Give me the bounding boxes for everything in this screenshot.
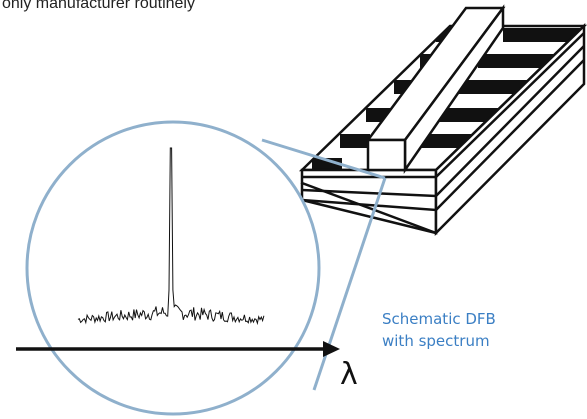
chip-side-face [434, 23, 586, 237]
caption-line-2: with spectrum [382, 332, 490, 350]
wavelength-symbol: λ [340, 357, 358, 392]
header-text: only manufacturer routinely [2, 0, 195, 12]
lens-circle [25, 120, 321, 416]
spectrum-trace [77, 147, 265, 326]
truncated-header-text: only manufacturer routinely [0, 0, 300, 24]
ridge-front [366, 138, 407, 172]
diagram-caption: Schematic DFB with spectrum [382, 308, 562, 352]
dfb-laser-chip-icon [298, 4, 587, 237]
caption-line-1: Schematic DFB [382, 310, 496, 328]
axis-arrow-icon [16, 341, 340, 357]
